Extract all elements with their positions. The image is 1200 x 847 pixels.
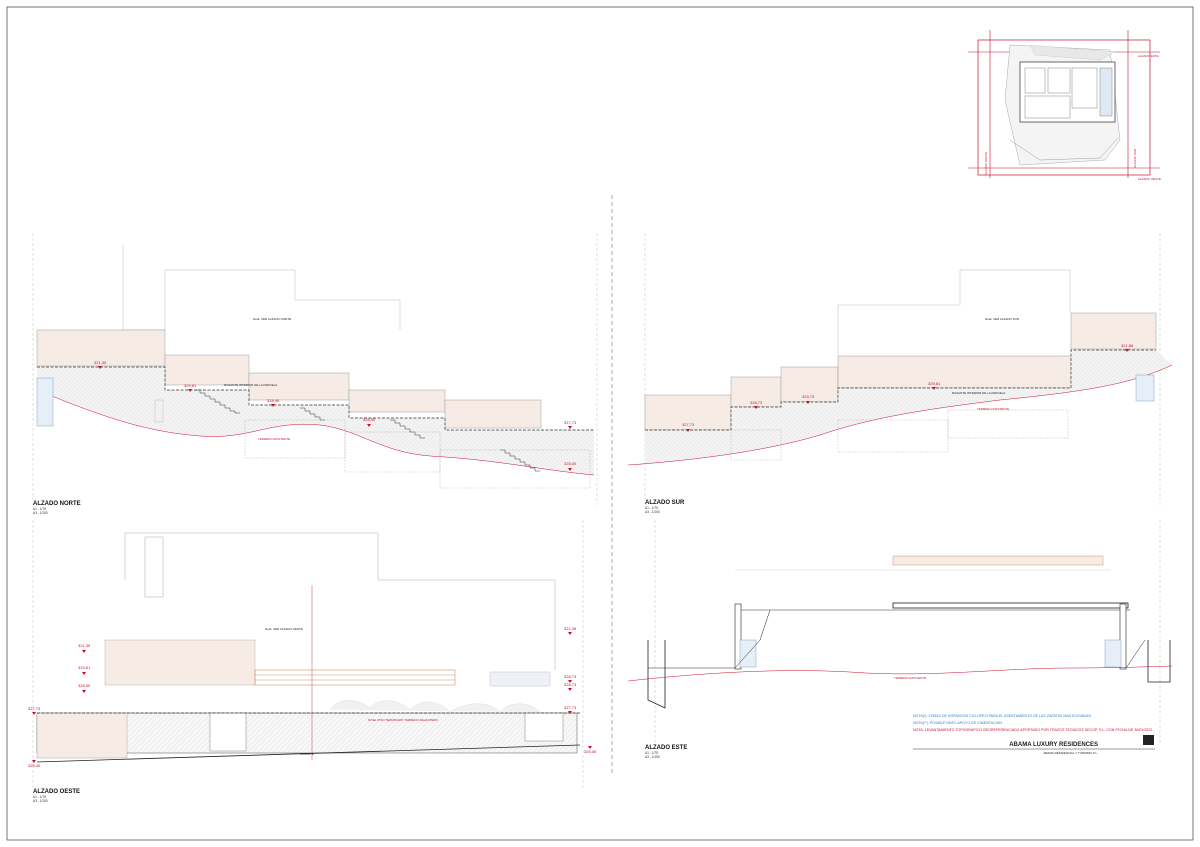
elevation-norte-rasante: RASANTE INTERIOR DE LA PARCELA [224,383,277,387]
level-mark: 328,73 [564,682,577,687]
level-mark: 328,73 [750,400,763,405]
elevation-este-terreno: TERRENO EXISTENTE [894,676,926,680]
elevation-norte-note: Nota: VER ALZADO NORTE [253,317,291,321]
elevation-oeste-pasante: PASANTE [300,752,314,756]
elevation-norte: 321,35 329,81 328,90 328,90 327,73 325,0… [32,233,598,515]
level-mark: 328,90 [78,683,91,688]
level-mark: 328,73 [564,674,577,679]
level-mark: 327,73 [564,705,577,710]
level-mark: 325,00 [564,461,577,466]
level-markers-norte: 321,35 329,81 328,90 328,90 327,73 325,0… [94,360,577,471]
elevation-sur: 327,73 328,73 329,73 329,81 321,86 Nota:… [627,233,1173,514]
note-2: NOTA(**): POSIBLE NIVEL APOYO DE CIMENTA… [913,721,1002,725]
key-plan: ALZADO ESTE ALZADO OESTE ALZADO NORTE AL… [968,30,1161,181]
elevation-este: TERRENO EXISTENTE ALZADO ESTE A1 - 1/75 … [627,520,1173,759]
elevation-sur-title: ALZADO SUR [645,500,685,506]
elevation-sur-terreno: TERRENO EXISTENTE [977,407,1009,411]
elevation-sur-rasante: RASANTE INTERIOR DE LA PARCELA [952,391,1005,395]
elevation-este-title: ALZADO ESTE [645,745,687,751]
elevation-oeste-scale-a3: A3 - 1/150 [33,799,48,803]
level-mark: 327,73 [564,420,577,425]
elevation-norte-scale-a3: A3 - 1/150 [33,511,48,515]
key-plan-label-sur: ALZADO SUR [1133,148,1137,168]
level-mark: 329,73 [802,394,815,399]
level-markers-sur: 327,73 328,73 329,73 329,81 321,86 [682,343,1134,432]
project-name: ABAMA LUXURY RESIDENCES [1009,742,1098,748]
sheet-border [6,6,1194,841]
elevation-sur-note: Nota: VER ALZADO SUR [985,317,1020,321]
level-markers-oeste: 321,35 329,81 328,90 327,73 325,40 321,3… [28,626,597,768]
level-mark: 327,73 [682,422,695,427]
elevation-oeste-scale-a1: A1 - 1/75 [33,795,46,799]
key-plan-label-oeste: ALZADO OESTE [1138,177,1161,181]
elevation-este-scale-a1: A1 - 1/75 [645,751,658,755]
elevation-norte-title: ALZADO NORTE [33,501,81,507]
note-1: NOTA(*): ZONAS DE HORMIGON CICLOPEO PARA… [913,714,1091,718]
title-block: ABAMA LUXURY RESIDENCES ABAMA RESIDENCIA… [913,735,1155,755]
sheet-notes: NOTA(*): ZONAS DE HORMIGON CICLOPEO PARA… [913,714,1152,732]
company-logo-icon [1143,735,1154,745]
key-plan-label-norte: ALZADO NORTE [984,152,988,175]
company-name: ABAMA RESIDENCIAL Y TURISMO S.L. [1043,751,1098,755]
note-3: NOTA: LEVANTAMIENTO TOPOGRAFICO GEOREFER… [913,728,1152,732]
level-mark: 321,36 [564,626,577,631]
level-mark: 326,05 [584,749,597,754]
level-mark: 321,35 [78,643,91,648]
level-mark: 329,81 [78,665,91,670]
elevation-norte-scale-a1: A1 - 1/75 [33,507,46,511]
elevation-este-scale-a3: A3 - 1/150 [645,755,660,759]
elevation-sur-scale-a3: A3 - 1/150 [645,510,660,514]
level-mark: 321,86 [1121,343,1134,348]
level-mark: 328,90 [267,398,280,403]
level-mark: 325,40 [28,763,41,768]
level-mark: 329,81 [184,383,197,388]
elevation-oeste-nivel: NIVEL PISO TERMINADO TERRENO DELANTERO [368,718,439,722]
key-plan-label-este: ALZADO ESTE [1138,54,1159,58]
elevation-oeste-note: Nota: VER ALZADO OESTE [265,627,303,631]
level-mark: 329,81 [928,381,941,386]
elevation-oeste-title: ALZADO OESTE [33,789,80,795]
elevation-oeste: 321,35 329,81 328,90 327,73 325,40 321,3… [28,520,597,803]
level-mark: 321,35 [94,360,107,365]
elevation-sur-scale-a1: A1 - 1/75 [645,506,658,510]
level-mark: 328,90 [363,417,376,422]
elevation-norte-terreno: TERRENO EXISTENTE [258,437,290,441]
level-mark: 327,73 [28,706,41,711]
